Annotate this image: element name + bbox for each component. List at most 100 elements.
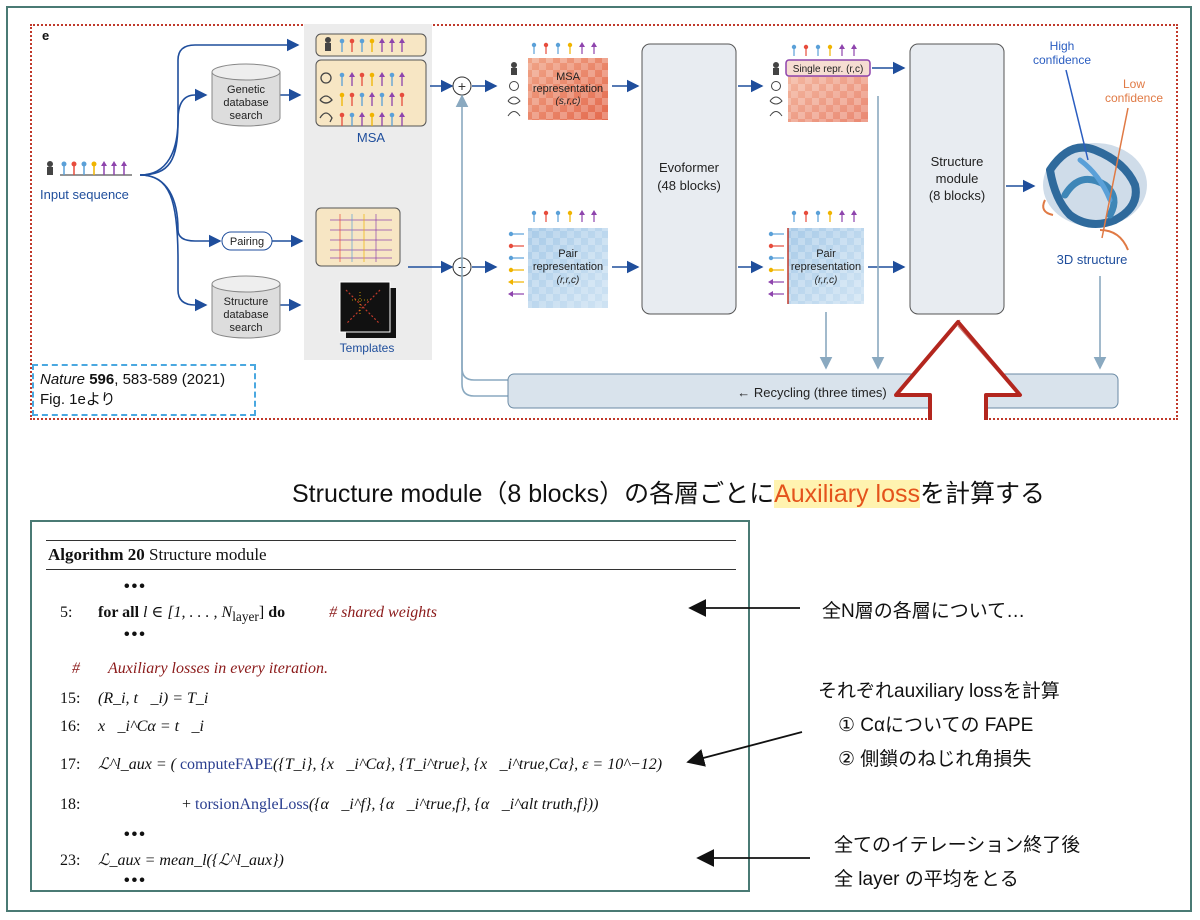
- comment-hash: #: [72, 660, 80, 677]
- structure-db-line3: search: [229, 322, 262, 334]
- caption: Structure module（8 blocks）の各層ごとにAuxiliar…: [292, 474, 1045, 510]
- comment-aux-losses: Auxiliary losses in every iteration.: [108, 660, 328, 677]
- line-number: 23:: [60, 852, 81, 869]
- citation-volume: 596: [89, 371, 115, 388]
- citation-fig: Fig. 1eより: [40, 391, 116, 408]
- outer-frame: [6, 6, 1192, 912]
- single-repr-label: Single repr. (r,c): [793, 64, 864, 75]
- loop-subscript: layer: [232, 609, 259, 625]
- input-sequence-icon: [47, 161, 132, 176]
- structure-module-line3: (8 blocks): [929, 188, 985, 203]
- genetic-db-line1: Genetic: [227, 84, 265, 96]
- algo-line-18: 18: + torsionAngleLoss({α⃗_i^f}, {α⃗_i^tr…: [60, 796, 598, 814]
- plus-node-msa: +: [452, 76, 472, 96]
- svg-text:+: +: [458, 78, 466, 94]
- msa-label: MSA: [357, 130, 386, 145]
- algorithm-box: Algorithm 20 Structure module ••• 5: for …: [30, 520, 750, 892]
- protein-structure-image: [1042, 143, 1147, 251]
- expr-18-args: ({α⃗_i^f}, {α⃗_i^true,f}, {α⃗_i^alt trut…: [308, 796, 599, 813]
- low-confidence-line2: confidence: [1105, 91, 1163, 105]
- msa-glyphs: [319, 37, 405, 126]
- low-confidence-line1: Low: [1123, 77, 1145, 91]
- algorithm-title: Algorithm 20 Structure module: [46, 540, 736, 570]
- evoformer-line1: Evoformer: [659, 160, 720, 175]
- line-number: 16:: [60, 718, 81, 735]
- note-each-layer: 全N層の各層について…: [822, 601, 1026, 622]
- loop-range-end: ]: [258, 604, 269, 621]
- structure-3d-label: 3D structure: [1057, 252, 1128, 267]
- panel-label: e: [42, 28, 49, 43]
- msa-repr-line1: MSA: [556, 71, 581, 83]
- compute-fape-fn: computeFAPE: [179, 756, 273, 773]
- genetic-db-line2: database: [223, 97, 268, 109]
- recycling-label: ← Recycling (three times): [737, 385, 887, 400]
- keyword-do: do: [268, 604, 286, 621]
- ellipsis-3: •••: [124, 826, 147, 843]
- expr-23: ℒ_aux = mean_l({ℒ^l_aux}): [98, 852, 284, 869]
- ellipsis-4: •••: [124, 872, 147, 889]
- algo-line-5: 5: for all l ∈ [1, . . . , Nlayer] do # s…: [60, 602, 437, 625]
- algorithm-title-rest: Structure module: [144, 545, 267, 564]
- template-images: [339, 281, 396, 338]
- structure-module-line1: Structure: [931, 154, 984, 169]
- figure-panel: [30, 24, 1178, 420]
- pairing-label: Pairing: [230, 236, 264, 248]
- templates-label: Templates: [340, 341, 395, 355]
- pair-repr-left-line3: (r,r,c): [557, 275, 580, 286]
- algo-line-15: 15: (R_i, t⃗_i) = T_i: [60, 690, 208, 708]
- high-confidence-line2: confidence: [1033, 53, 1091, 67]
- genetic-db-line3: search: [229, 110, 262, 122]
- evoformer-line2: (48 blocks): [657, 178, 721, 193]
- structure-db-line1: Structure: [224, 296, 269, 308]
- pair-repr-right-line2: representation: [791, 261, 861, 273]
- pairing-pill: [221, 231, 273, 251]
- structure-db-line2: database: [223, 309, 268, 321]
- msa-repr-line2: representation: [533, 83, 603, 95]
- note-fape: ① Cαについての FAPE: [838, 715, 1034, 736]
- high-confidence-line1: High: [1050, 39, 1075, 53]
- pair-representation-right: Pair representation (r,r,c): [768, 210, 864, 304]
- loop-range: l ∈ [1, . . . , N: [139, 604, 233, 621]
- citation-pages: , 583-589 (2021): [114, 371, 226, 388]
- pair-repr-left-line1: Pair: [558, 248, 578, 260]
- expr-17-args: ({T_i}, {x⃗_i^Cα}, {T_i^true}, {x⃗_i^tru…: [272, 756, 663, 773]
- note-compute-aux: それぞれauxiliary lossを計算: [818, 681, 1060, 702]
- note-torsion: ② 側鎖のねじれ角損失: [838, 749, 1032, 770]
- torsion-loss-fn: torsionAngleLoss: [195, 796, 309, 813]
- plus-sign: +: [182, 796, 196, 813]
- genetic-db-cylinder: Genetic database search: [211, 63, 281, 127]
- big-up-arrow: [894, 320, 1022, 420]
- algorithm-title-bold: Algorithm 20: [48, 545, 145, 564]
- structure-module-block: [909, 43, 1005, 315]
- keyword-for-all: for all: [98, 604, 140, 621]
- caption-before: Structure module（8 blocks）の各層ごとに: [292, 480, 775, 508]
- single-representation: Single repr. (r,c): [769, 44, 871, 122]
- note-average: 全 layer の平均をとる: [834, 869, 1019, 890]
- template-grid: [315, 207, 401, 267]
- line-number: 17:: [60, 756, 81, 773]
- citation-journal: Nature: [40, 371, 86, 388]
- algo-line-23: 23: ℒ_aux = mean_l({ℒ^l_aux}): [60, 850, 284, 870]
- expr-16: x⃗_i^Cα = t⃗_i: [98, 718, 204, 735]
- msa-representation: MSA representation (s,r,c): [507, 42, 608, 120]
- algo-comment-line: # Auxiliary losses in every iteration.: [72, 660, 328, 678]
- structure-module-line2: module: [936, 171, 979, 186]
- citation-box: Nature 596, 583-589 (2021) Fig. 1eより: [32, 364, 256, 416]
- algo-line-17: 17:ℒ^l_aux = ( computeFAPE({T_i}, {x⃗_i^…: [60, 754, 662, 774]
- evoformer-block: [641, 43, 737, 315]
- algo-line-16: 16: x⃗_i^Cα = t⃗_i: [60, 718, 204, 736]
- citation-line-1: Nature 596, 583-589 (2021): [40, 370, 248, 390]
- msa-repr-line3: (s,r,c): [556, 96, 581, 107]
- line-number: 18:: [60, 796, 81, 813]
- caption-highlight: Auxiliary loss: [774, 480, 920, 508]
- note-after-iterations: 全てのイテレーション終了後: [834, 835, 1081, 856]
- line-number: 15:: [60, 690, 81, 707]
- pair-representation-left: Pair representation (r,r,c): [508, 210, 608, 308]
- ellipsis-2: •••: [124, 626, 147, 643]
- comment-shared-weights: # shared weights: [329, 604, 437, 621]
- input-sequence-label: Input sequence: [40, 187, 129, 202]
- caption-after: を計算する: [919, 480, 1045, 508]
- line-number: 5:: [60, 604, 73, 621]
- expr-15: (R_i, t⃗_i) = T_i: [98, 690, 209, 707]
- structure-db-cylinder: Structure database search: [211, 275, 281, 339]
